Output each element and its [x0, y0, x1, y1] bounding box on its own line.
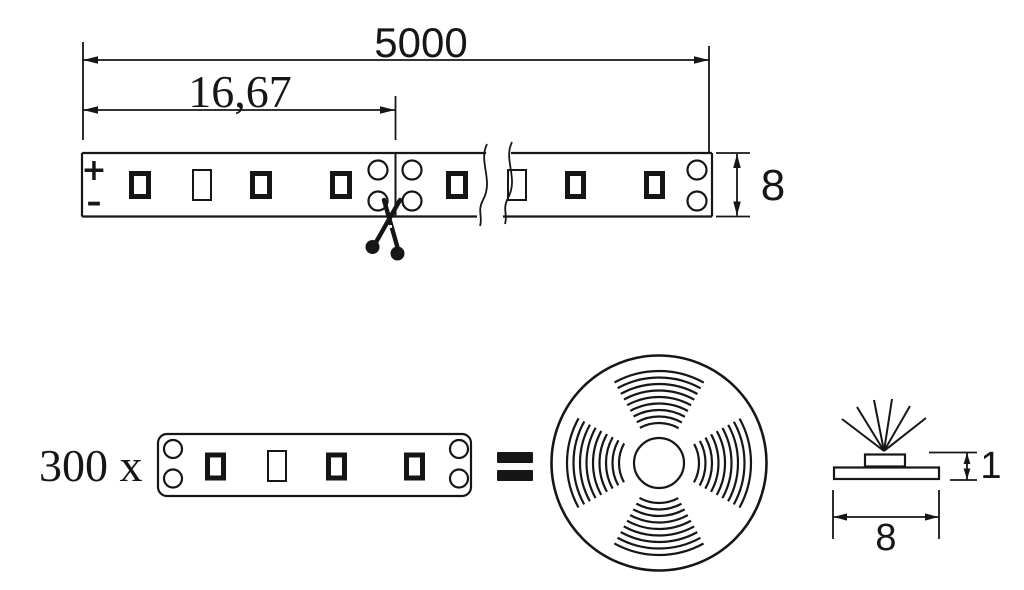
- dimension-total-length: 5000: [82, 19, 710, 152]
- segment-count-label: 300 x: [39, 440, 143, 491]
- profile-height-value: 1: [980, 445, 1001, 487]
- arrowhead-left: [83, 56, 98, 64]
- light-ray: [883, 405, 911, 452]
- reel-strip-winding-arc: [604, 408, 714, 518]
- led-chip: [330, 171, 352, 199]
- led-chip: [404, 452, 425, 481]
- led-chip: [565, 171, 586, 199]
- arrowhead-down: [733, 201, 741, 216]
- solder-pad: [686, 190, 708, 212]
- strip-profile-view: [832, 398, 941, 481]
- solder-pad: [401, 159, 423, 181]
- strip-outline: [80, 151, 714, 218]
- total-length-value: 5000: [374, 19, 467, 66]
- polarity-plus-label: +: [81, 153, 106, 188]
- segment-length-value: 16,67: [188, 66, 292, 117]
- equals-sign: [497, 452, 533, 481]
- reel-strip-winding-arc: [617, 421, 701, 505]
- strip-top-view: + –: [80, 141, 714, 261]
- light-ray: [883, 417, 927, 452]
- reel-strip-winding-arc: [585, 389, 733, 537]
- dimension-segment-length: 16,67: [83, 66, 397, 140]
- scissors-handle: [390, 246, 405, 261]
- reel-icon: [550, 354, 768, 572]
- break-wave-left: [479, 143, 488, 227]
- light-ray: [856, 406, 885, 452]
- solder-pad: [367, 190, 389, 212]
- reel-hub: [632, 436, 686, 490]
- strip-segment-view: [156, 432, 473, 498]
- resistor: [267, 450, 287, 482]
- solder-pad: [162, 468, 184, 489]
- scissors-icon: [365, 197, 405, 261]
- led-chip: [205, 452, 226, 481]
- resistor: [507, 169, 527, 201]
- led-chip: [250, 171, 272, 199]
- light-rays-icon: [841, 398, 927, 452]
- reel-strip-winding-arc: [611, 415, 707, 511]
- arrowhead-left: [833, 513, 847, 521]
- solder-pad: [162, 438, 184, 460]
- led-chip: [644, 171, 665, 199]
- segment-outline: [156, 432, 473, 498]
- dimension-strip-width: 8: [716, 152, 785, 218]
- light-ray: [873, 399, 885, 452]
- solder-pad: [448, 468, 470, 489]
- dimension-profile-height: 1: [929, 445, 1002, 487]
- equals-bar: [497, 452, 533, 463]
- dimension-profile-width: 8: [832, 490, 940, 559]
- solder-pad: [401, 190, 423, 212]
- profile-base: [832, 466, 941, 481]
- reel-strip-winding-arc: [598, 402, 720, 524]
- solder-pad: [367, 159, 389, 181]
- led-chip: [446, 171, 468, 199]
- led-chip: [129, 171, 151, 199]
- scissors-pivot: [388, 224, 393, 229]
- arrowhead-right: [694, 56, 709, 64]
- scissors-handle: [365, 240, 380, 254]
- arrowhead-up: [733, 154, 741, 168]
- light-ray: [883, 398, 893, 452]
- resistor: [192, 169, 212, 201]
- reel-strip-winding-arc: [578, 382, 740, 544]
- arrowhead-left: [83, 106, 98, 114]
- light-ray: [841, 418, 885, 452]
- equals-bar: [497, 470, 533, 481]
- solder-pad: [686, 159, 708, 181]
- reel-strip-winding-arc: [572, 376, 746, 550]
- profile-width-value: 8: [875, 517, 896, 559]
- reel-strip-winding-arc: [591, 395, 727, 531]
- arrowhead-right: [925, 513, 939, 521]
- solder-pad: [448, 438, 470, 460]
- led-chip: [326, 452, 347, 481]
- polarity-minus-label: –: [87, 185, 102, 220]
- reel-window-arcs: [565, 369, 753, 557]
- profile-led-body: [863, 453, 907, 468]
- arrowhead-right: [380, 106, 395, 114]
- arrowhead-up: [963, 453, 971, 464]
- scissors-blade: [372, 197, 403, 247]
- reel-strip-winding-arc: [565, 369, 753, 557]
- strip-width-value: 8: [761, 161, 785, 210]
- arrowhead-down: [963, 468, 971, 480]
- reel-outer-circle: [550, 354, 768, 572]
